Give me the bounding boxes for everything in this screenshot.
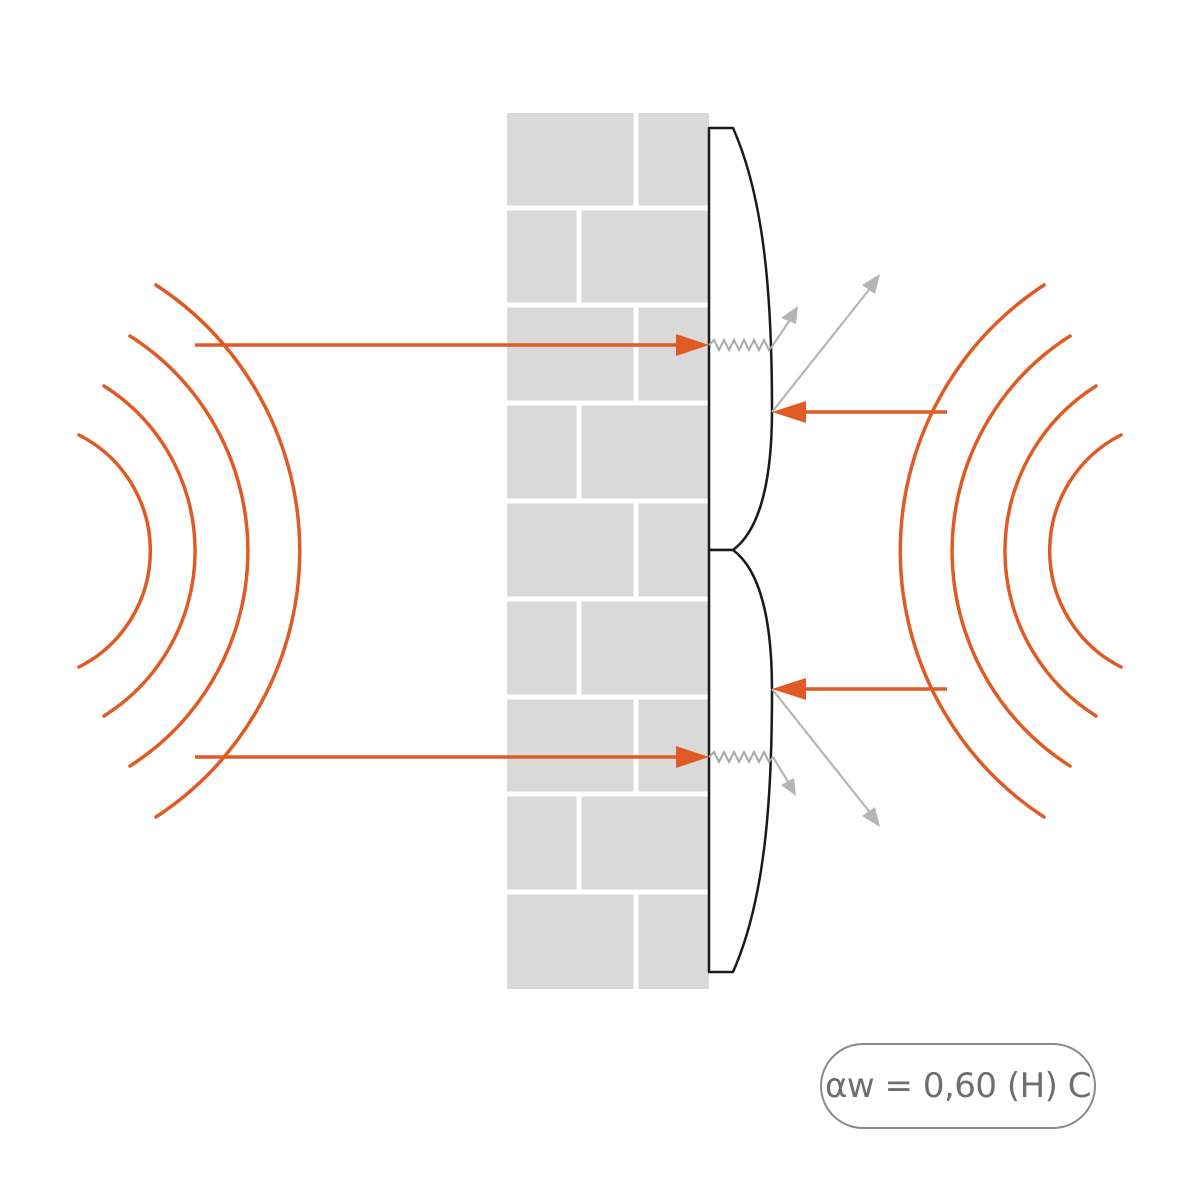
absorption-zigzags bbox=[708, 337, 774, 765]
right-wave-arc-2 bbox=[1003, 384, 1098, 718]
brick-wall bbox=[507, 113, 709, 989]
right-wave-arc-1 bbox=[1048, 433, 1123, 669]
right-arrowheads bbox=[772, 401, 806, 700]
left-wave-arc-1 bbox=[77, 433, 152, 669]
absorption-rating-text: αw = 0,60 (H) C bbox=[825, 1066, 1091, 1106]
left-incident-arrows bbox=[195, 343, 700, 759]
reflection-arrows bbox=[771, 285, 873, 816]
arrowhead-lower-right bbox=[772, 678, 806, 700]
reflection-arrowheads bbox=[781, 274, 880, 827]
absorption-rating-badge: αw = 0,60 (H) C bbox=[820, 1043, 1096, 1129]
left-wave-arc-4 bbox=[154, 283, 302, 819]
right-incident-arrows bbox=[798, 410, 947, 691]
grey-arrowhead-short-upper bbox=[781, 306, 798, 324]
grey-arrowhead-long-lower bbox=[862, 807, 880, 827]
reflected-long-lower bbox=[771, 688, 873, 816]
grey-arrowhead-long-upper bbox=[862, 274, 880, 294]
arrowhead-upper-right bbox=[772, 401, 806, 423]
absorber-panel-upper bbox=[707, 126, 774, 552]
left-wave-arc-3 bbox=[128, 334, 250, 768]
zigzag-icon-lower bbox=[708, 749, 774, 765]
right-sound-waves bbox=[898, 283, 1123, 819]
right-wave-arc-4 bbox=[898, 283, 1046, 819]
left-wave-arc-2 bbox=[102, 384, 197, 718]
mortar-lines bbox=[507, 113, 709, 989]
arrowhead-upper-left bbox=[676, 334, 709, 356]
reflected-short-upper bbox=[772, 316, 793, 346]
right-wave-arc-3 bbox=[950, 334, 1072, 768]
grey-arrowhead-short-lower bbox=[781, 778, 796, 796]
wall-fill bbox=[507, 113, 709, 989]
left-arrowheads bbox=[676, 334, 709, 768]
absorber-panels bbox=[707, 126, 774, 974]
arrowhead-lower-left bbox=[676, 746, 709, 768]
zigzag-icon-upper bbox=[708, 337, 774, 353]
reflected-short-lower bbox=[772, 756, 791, 786]
left-sound-waves bbox=[77, 283, 302, 819]
reflected-long-upper bbox=[771, 285, 873, 413]
